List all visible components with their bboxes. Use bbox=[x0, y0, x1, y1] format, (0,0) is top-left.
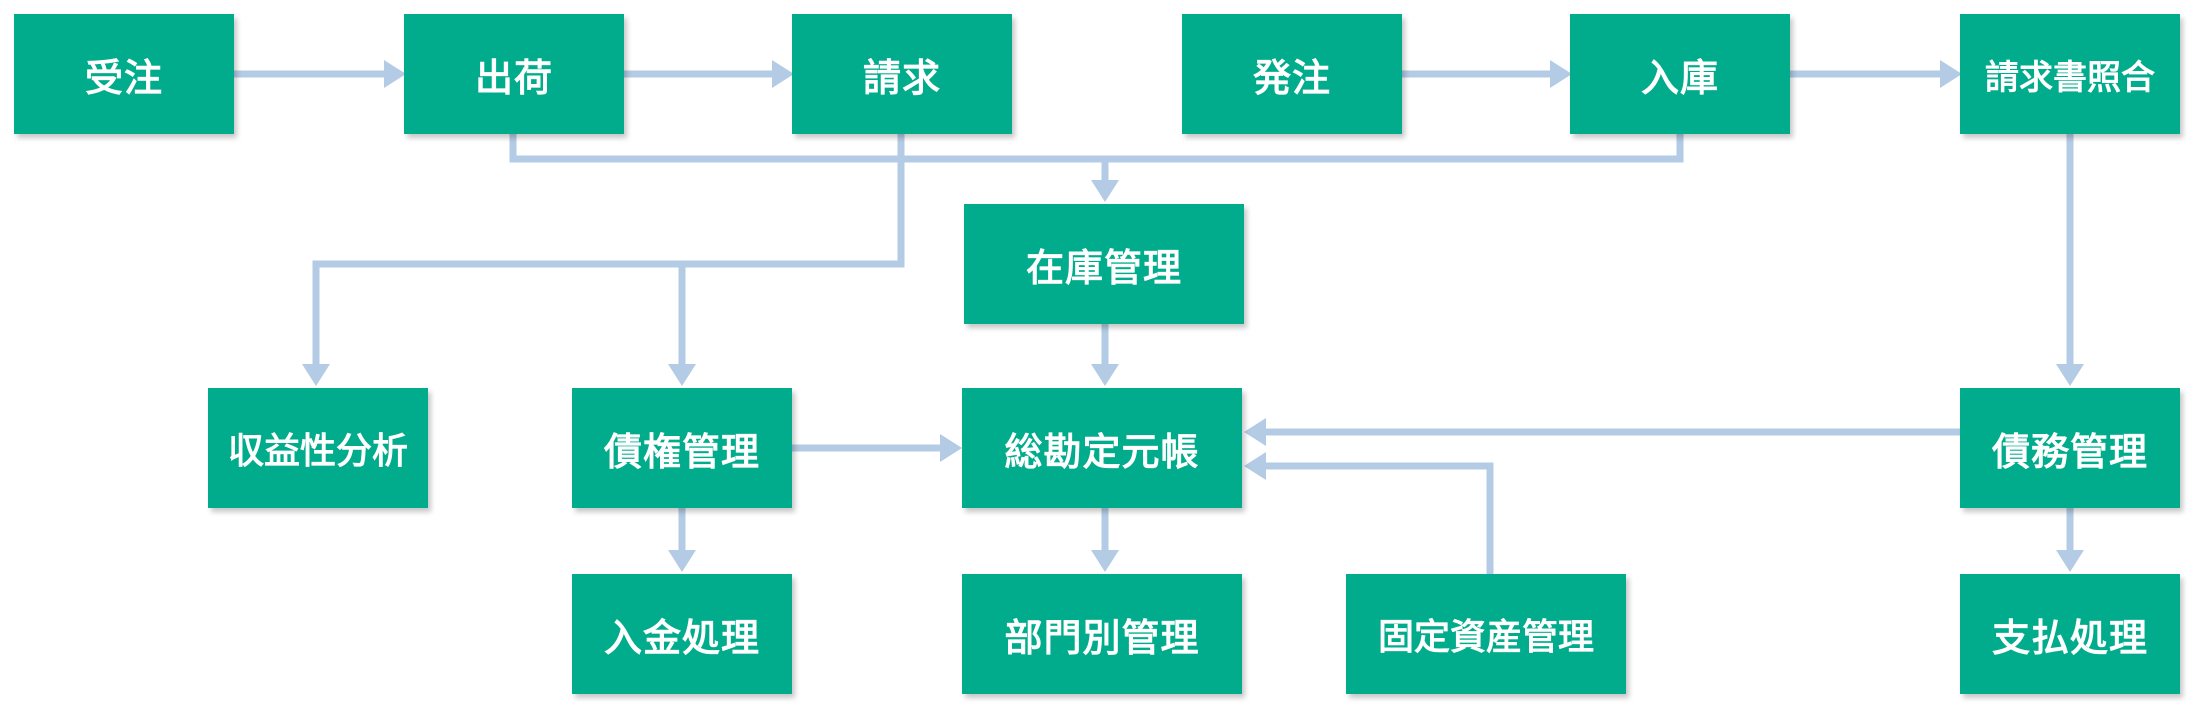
arrowhead bbox=[2056, 550, 2084, 572]
edge-shukka-nyuko-zaiko bbox=[509, 134, 1684, 163]
node-label: 請求 bbox=[862, 55, 941, 100]
node-juchu: 受注 bbox=[14, 14, 234, 134]
node-label: 入庫 bbox=[1640, 55, 1719, 100]
arrowhead bbox=[1091, 550, 1119, 572]
arrowhead bbox=[1244, 418, 1266, 446]
node-shukka: 出荷 bbox=[404, 14, 624, 134]
arrowhead bbox=[940, 434, 962, 462]
arrowhead bbox=[302, 364, 330, 386]
edge-seikyu-split bbox=[312, 134, 905, 366]
node-label: 固定資産管理 bbox=[1377, 617, 1594, 658]
node-saimu-kanri: 債務管理 bbox=[1960, 388, 2180, 508]
arrowhead bbox=[1091, 180, 1119, 202]
node-seikyusho-shogo: 請求書照合 bbox=[1960, 14, 2180, 134]
node-nyukin-shori: 入金処理 bbox=[572, 574, 792, 694]
node-label: 発注 bbox=[1252, 55, 1331, 100]
node-label: 受注 bbox=[84, 55, 163, 100]
node-bumonbetsu-kanri: 部門別管理 bbox=[962, 574, 1242, 694]
node-saiken-kanri: 債権管理 bbox=[572, 388, 792, 508]
edge-kotei-motocho bbox=[1264, 462, 1494, 574]
node-shuekisei-bunseki: 収益性分析 bbox=[208, 388, 428, 508]
arrowhead bbox=[668, 550, 696, 572]
arrowhead bbox=[1091, 364, 1119, 386]
node-sokanjo-motocho: 総勘定元帳 bbox=[962, 388, 1242, 508]
node-label: 支払処理 bbox=[1991, 615, 2148, 660]
node-label: 部門別管理 bbox=[1004, 615, 1200, 660]
node-label: 在庫管理 bbox=[1025, 245, 1182, 290]
node-hacchu: 発注 bbox=[1182, 14, 1402, 134]
node-label: 入金処理 bbox=[603, 615, 760, 660]
node-kotei-shisan-kanri: 固定資産管理 bbox=[1346, 574, 1626, 694]
node-shiharai-shori: 支払処理 bbox=[1960, 574, 2180, 694]
node-seikyu: 請求 bbox=[792, 14, 1012, 134]
node-label: 出荷 bbox=[474, 55, 553, 100]
arrowhead bbox=[1244, 452, 1266, 480]
arrowhead bbox=[772, 60, 794, 88]
arrowhead bbox=[384, 60, 406, 88]
node-label: 債務管理 bbox=[1991, 429, 2148, 474]
arrowhead bbox=[1940, 60, 1962, 88]
arrowhead bbox=[2056, 364, 2084, 386]
node-label: 収益性分析 bbox=[227, 431, 408, 472]
node-label: 債権管理 bbox=[603, 429, 760, 474]
node-label: 請求書照合 bbox=[1985, 57, 2155, 98]
node-zaiko-kanri: 在庫管理 bbox=[964, 204, 1244, 324]
node-nyuko: 入庫 bbox=[1570, 14, 1790, 134]
arrowhead bbox=[1550, 60, 1572, 88]
node-label: 総勘定元帳 bbox=[1004, 429, 1200, 474]
arrowhead bbox=[668, 364, 696, 386]
